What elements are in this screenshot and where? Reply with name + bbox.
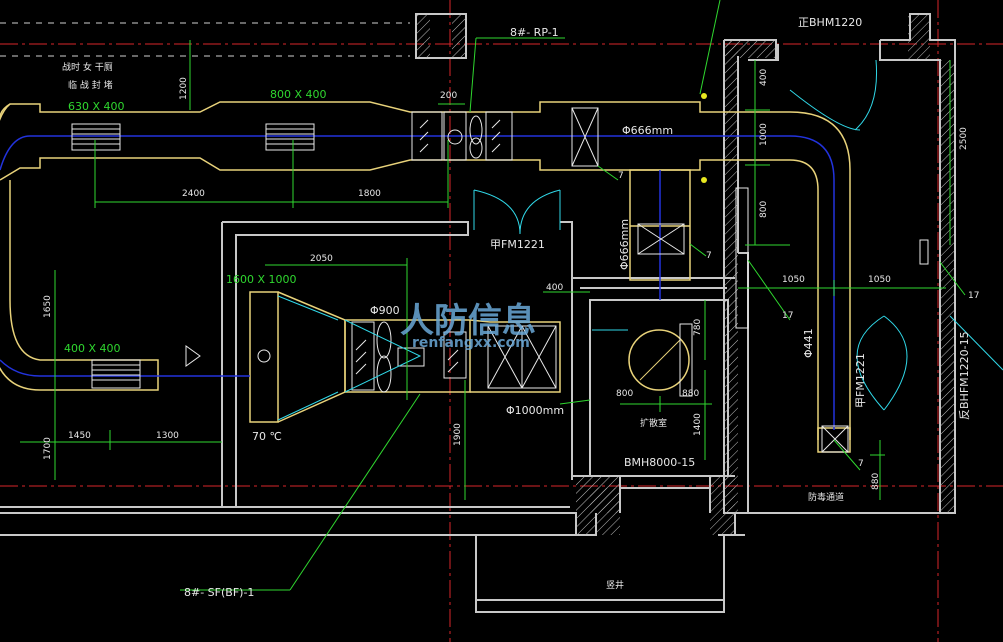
dim-1450: 1450	[68, 431, 91, 441]
door-label-fm1221-a: 甲FM1221	[490, 238, 545, 251]
duct-size-1600x1000: 1600 X 1000	[226, 273, 297, 286]
room-shaft: 竖井	[606, 579, 624, 591]
cyan-elements	[277, 59, 1003, 421]
room-bmh: BMH8000-15	[624, 456, 695, 469]
dim-1050-a: 1050	[782, 275, 805, 285]
door-label-bhm1220: 正BHM1220	[798, 16, 862, 29]
fan-label-sf: 8#- SF(BF)-1	[184, 586, 254, 599]
dim-800-v: 800	[759, 201, 769, 218]
airflow-arrow	[185, 345, 201, 367]
fan-sf-blade	[376, 321, 392, 359]
diameter-666-h: Φ666mm	[622, 124, 673, 137]
dim-800: 800	[616, 389, 633, 399]
equipment	[71, 107, 929, 453]
watermark: 人防信息 renfangxx.com	[400, 301, 536, 351]
dim-1700: 1700	[43, 437, 53, 460]
dim-2050: 2050	[310, 254, 333, 264]
diameter-900: Φ900	[370, 304, 400, 317]
dim-1300: 1300	[156, 431, 179, 441]
dim-1800: 1800	[358, 189, 381, 199]
dim-1200: 1200	[179, 77, 189, 100]
door-label-hfm1220: 反BHFM1220-15	[958, 331, 971, 420]
valve-tag-7c: 7	[858, 459, 864, 469]
dim-1400: 1400	[693, 413, 703, 436]
valve-tag-17a: 17	[782, 311, 793, 321]
dim-1000: 1000	[759, 123, 769, 146]
dim-880: 880	[682, 389, 699, 399]
grille-400x400	[91, 359, 141, 389]
door-label-fm1221-b: 甲FM1221	[854, 353, 867, 408]
dim-400-v: 400	[759, 69, 769, 86]
dim-2400: 2400	[182, 189, 205, 199]
dim-1050-b: 1050	[868, 275, 891, 285]
watermark-text: 人防信息	[400, 301, 536, 341]
temperature-label: 70 ℃	[252, 430, 282, 443]
room-decon: 防毒通道	[808, 491, 844, 503]
dim-400: 400	[546, 283, 563, 293]
grille-800x400	[265, 123, 315, 151]
wall-hatching	[416, 14, 955, 535]
diameter-441: Φ441	[802, 328, 815, 358]
dim-200: 200	[440, 91, 457, 101]
dim-1900: 1900	[453, 423, 463, 446]
note-1: 战时 女 干厕	[62, 61, 113, 73]
dimension-lines	[20, 0, 966, 591]
dim-1650: 1650	[43, 295, 53, 318]
fan-rp-blade	[469, 115, 483, 145]
grille-630x400	[71, 123, 121, 151]
duct-size-630x400: 630 X 400	[68, 100, 125, 113]
duct-centerline	[0, 135, 835, 430]
valve-tag-17b: 17	[968, 291, 979, 301]
watermark-url: renfangxx.com	[412, 335, 530, 351]
diameter-1000: Φ1000mm	[506, 404, 564, 417]
valve-tag-7b: 7	[706, 251, 712, 261]
duct-size-800x400: 800 X 400	[270, 88, 327, 101]
valve-tag-7a: 7	[618, 171, 624, 181]
dim-2500: 2500	[959, 127, 969, 150]
diameter-666-v: Φ666mm	[618, 219, 631, 270]
labels: 战时 女 干厕 临 战 封 堵 630 X 400 800 X 400 400 …	[43, 16, 979, 599]
duct-size-400x400: 400 X 400	[64, 342, 121, 355]
room-expansion: 扩散室	[640, 417, 667, 429]
dim-880-v: 880	[871, 473, 881, 490]
blast-valve	[628, 329, 690, 391]
ducts	[0, 101, 851, 453]
note-2: 临 战 封 堵	[68, 79, 113, 91]
fan-label-rp: 8#- RP-1	[510, 26, 559, 39]
dim-780: 780	[693, 319, 703, 336]
